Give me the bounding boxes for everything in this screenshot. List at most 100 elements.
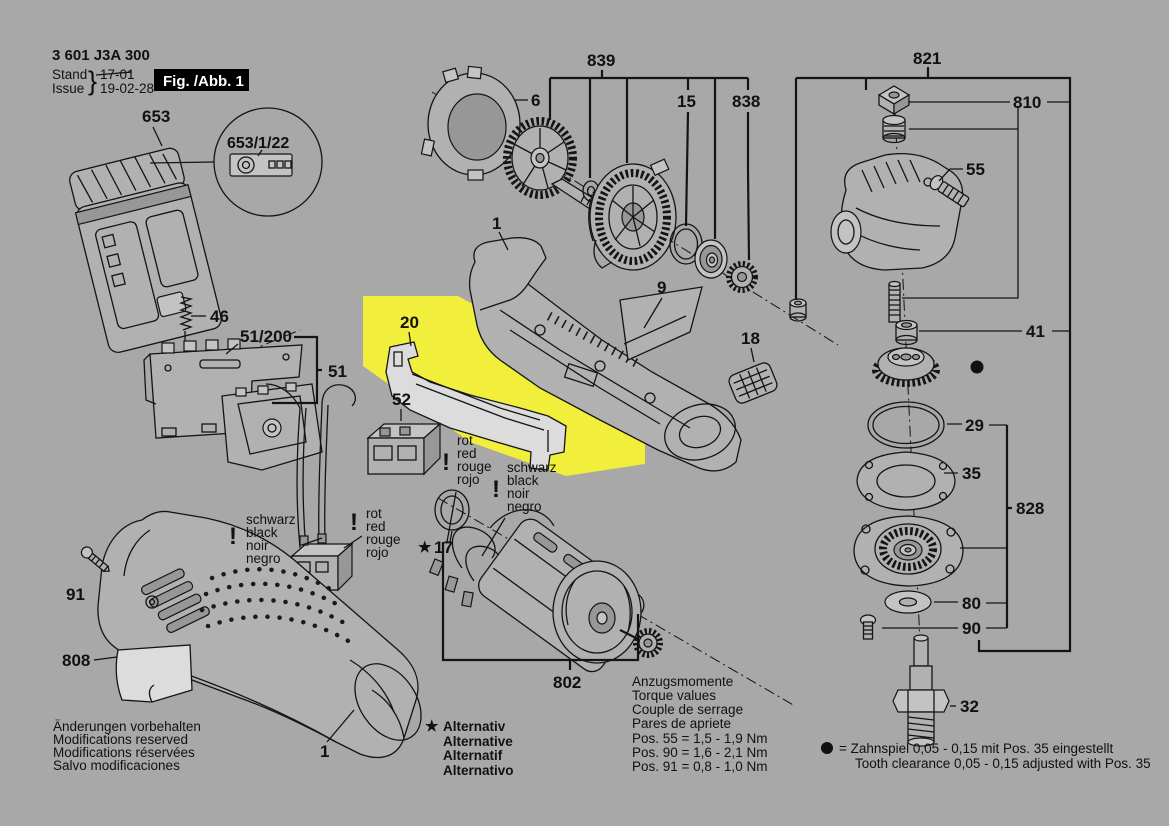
callout-808[interactable]: 808 (62, 651, 90, 670)
callout-90[interactable]: 90 (962, 619, 981, 638)
callout-653[interactable]: 653 (142, 107, 170, 126)
vent-cap-leader (750, 347, 755, 363)
callout-55[interactable]: 55 (966, 160, 985, 179)
issue-value: 19-02-28 (100, 81, 154, 96)
wire-red-de: rot (457, 433, 473, 448)
ball-bearing-838 (694, 239, 728, 279)
locking-lever-20[interactable] (385, 341, 567, 471)
switch-plate-51-200 (143, 338, 303, 439)
callout-802[interactable]: 802 (553, 673, 581, 692)
label-panel-9 (619, 286, 703, 361)
callout-51[interactable]: 51 (328, 362, 347, 381)
screw-90 (859, 614, 877, 640)
stand-label: Stand (52, 67, 87, 82)
strikethrough (95, 71, 133, 76)
drawing-header: 3 601 J3A 300 Stand Issue } 17-01 19-02-… (52, 47, 249, 96)
star-17-icon: ★ (418, 539, 432, 556)
tooth-clearance-de: = Zahnspiel 0,05 - 0,15 mit Pos. 35 eing… (839, 741, 1114, 756)
bevel-gear (872, 347, 940, 387)
callout-18[interactable]: 18 (741, 329, 760, 348)
wire-black-es: negro (246, 551, 281, 566)
callout-1-upper[interactable]: 1 (492, 214, 501, 233)
washer-80 (884, 590, 932, 614)
tooth-clearance-en: Tooth clearance 0,05 - 0,15 adjusted wit… (855, 756, 1151, 771)
callout-1-lower[interactable]: 1 (320, 742, 329, 761)
wire-black-de: schwarz (507, 460, 557, 475)
callout-29[interactable]: 29 (965, 416, 984, 435)
threaded-pin-810 (888, 280, 901, 323)
modifications-de: Änderungen vorbehalten (53, 719, 201, 734)
electronics-module-52 (366, 422, 442, 476)
damping-ring-17 (434, 489, 470, 531)
star-icon: ★ (425, 718, 439, 735)
torque-de: Anzugsmomente (632, 674, 733, 689)
alternative-de: Alternativ (443, 719, 506, 734)
callout-52[interactable]: 52 (392, 390, 411, 409)
wire-label-black-left: ! schwarz black noir negro (229, 512, 296, 566)
bushing-821 (789, 298, 807, 322)
footnote-tooth-clearance: = Zahnspiel 0,05 - 0,15 mit Pos. 35 eing… (821, 741, 1151, 771)
alternative-es: Alternativo (443, 763, 514, 778)
stand-value: 17-01 (100, 67, 135, 82)
callout-80[interactable]: 80 (962, 594, 981, 613)
footnote-modifications: Änderungen vorbehalten Modifications res… (53, 719, 201, 773)
handle-housing-lower (97, 510, 422, 759)
callout-51-200[interactable]: 51/200 (240, 327, 292, 346)
callout-810[interactable]: 810 (1013, 93, 1041, 112)
wire-black-fr: noir (246, 538, 269, 553)
figure-box (154, 69, 249, 91)
square-nut-810 (877, 85, 911, 116)
wire-label-black-right: ! schwarz black noir negro (492, 460, 557, 514)
type-number: 3 601 J3A 300 (52, 47, 150, 64)
wire-black-de: schwarz (246, 512, 296, 527)
battery-contact-detail (149, 107, 323, 217)
wire-red-en: red (457, 446, 477, 461)
alternative-fr: Alternatif (443, 748, 503, 763)
callout-lines (152, 67, 1072, 743)
reference-plate-808 (93, 644, 193, 703)
wire-black-en: black (507, 473, 539, 488)
torque-fr: Couple de serrage (632, 702, 743, 717)
modifications-en: Modifications reserved (53, 732, 188, 747)
callout-32[interactable]: 32 (960, 697, 979, 716)
figure-label: Fig. /Abb. 1 (163, 73, 244, 90)
callout-20[interactable]: 20 (400, 313, 419, 332)
motor-housing-upper (468, 237, 742, 472)
grommet-810 (882, 114, 906, 144)
callout-46[interactable]: 46 (210, 307, 229, 326)
motor-wires (428, 509, 555, 608)
callout-17[interactable]: 17 (434, 538, 453, 557)
torque-pos-55: Pos. 55 = 1,5 - 1,9 Nm (632, 731, 767, 746)
callout-821[interactable]: 821 (913, 49, 941, 68)
torque-en: Torque values (632, 688, 716, 703)
wire-red-en: red (366, 519, 386, 534)
battery-pack (69, 147, 222, 353)
bearing-plate (588, 158, 677, 271)
spindle-32 (892, 634, 950, 747)
bearing-flange (853, 515, 964, 587)
callout-9[interactable]: 9 (657, 278, 666, 297)
callout-838[interactable]: 838 (732, 92, 760, 111)
callout-91[interactable]: 91 (66, 585, 85, 604)
wire-red-es: rojo (457, 472, 480, 487)
motor-body (478, 518, 645, 673)
highlight-selected-part[interactable] (363, 296, 645, 476)
wire-black-en: black (246, 525, 278, 540)
wire-red-de: rot (366, 506, 382, 521)
o-ring-29 (867, 401, 945, 449)
sleeve-41 (895, 319, 918, 346)
pinion-gear (726, 261, 758, 293)
callout-839[interactable]: 839 (587, 51, 615, 70)
callout-653-1-22[interactable]: 653/1/22 (227, 135, 289, 152)
torque-pos-90: Pos. 90 = 1,6 - 2,1 Nm (632, 745, 767, 760)
callout-828[interactable]: 828 (1016, 499, 1044, 518)
footnote-torque: Anzugsmomente Torque values Couple de se… (632, 674, 767, 774)
callout-35[interactable]: 35 (962, 464, 981, 483)
callout-labels: 653 653/1/22 46 51/200 51 20 52 91 808 1… (62, 49, 1045, 761)
callout-15[interactable]: 15 (677, 92, 696, 111)
wire-red-fr: rouge (457, 459, 492, 474)
wire-red-es: rojo (366, 545, 389, 560)
callout-41[interactable]: 41 (1026, 322, 1045, 341)
tooth-clearance-dot (970, 360, 984, 374)
callout-6[interactable]: 6 (531, 91, 540, 110)
